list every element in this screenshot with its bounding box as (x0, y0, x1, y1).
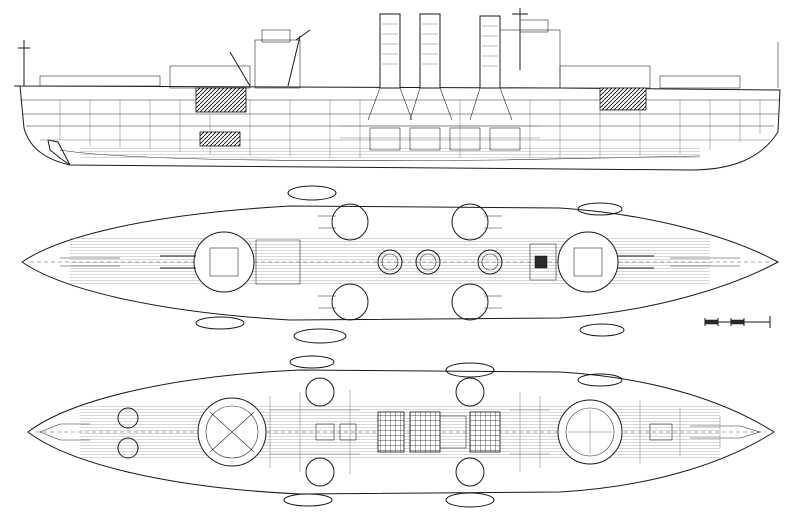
upper-deck-plan-view (21, 185, 780, 344)
upper-deck-outline (21, 205, 780, 321)
upper-deck-conning-tower (534, 255, 548, 269)
main-deck-compartments (269, 390, 721, 474)
profile-compartments (59, 100, 761, 158)
profile-boilers (369, 127, 521, 151)
upper-deck-boats (195, 185, 625, 344)
upper-deck-wing-turrets (318, 203, 502, 321)
profile-aft-mast (18, 40, 30, 86)
main-deck-boiler-rooms (377, 411, 501, 453)
main-deck-fore-barbette (197, 397, 267, 467)
upper-deck-bow-chain (60, 257, 740, 267)
main-deck-plan-view (27, 355, 775, 508)
profile-fore-mast (512, 8, 528, 70)
main-deck-aft-barbette (557, 399, 623, 465)
profile-funnel-3 (479, 15, 501, 89)
upper-deck-funnel-tops (377, 249, 503, 275)
profile-double-bottom (80, 146, 700, 158)
profile-ram-bow (47, 139, 71, 166)
main-deck-boats (283, 355, 623, 508)
inboard-profile-view (13, 8, 781, 171)
upper-deck-fore-turret (160, 231, 255, 293)
profile-derrick-aft (229, 51, 251, 87)
main-deck-fittings (39, 423, 762, 441)
profile-magazine (199, 131, 241, 147)
profile-funnel-group (367, 13, 513, 121)
profile-hull-outline (13, 85, 781, 171)
upper-deck-bridge (255, 239, 557, 285)
main-deck-outline (27, 369, 775, 495)
profile-derrick-fwd (287, 29, 311, 87)
profile-aft-turret (599, 87, 647, 111)
upper-deck-aft-turret (557, 231, 654, 293)
profile-funnel-2 (419, 13, 441, 89)
profile-fore-turret (195, 87, 247, 113)
profile-uptakes (367, 87, 513, 121)
main-deck-small-turrets (117, 377, 485, 487)
scale-bar (704, 316, 771, 328)
profile-funnel-1 (379, 13, 401, 89)
